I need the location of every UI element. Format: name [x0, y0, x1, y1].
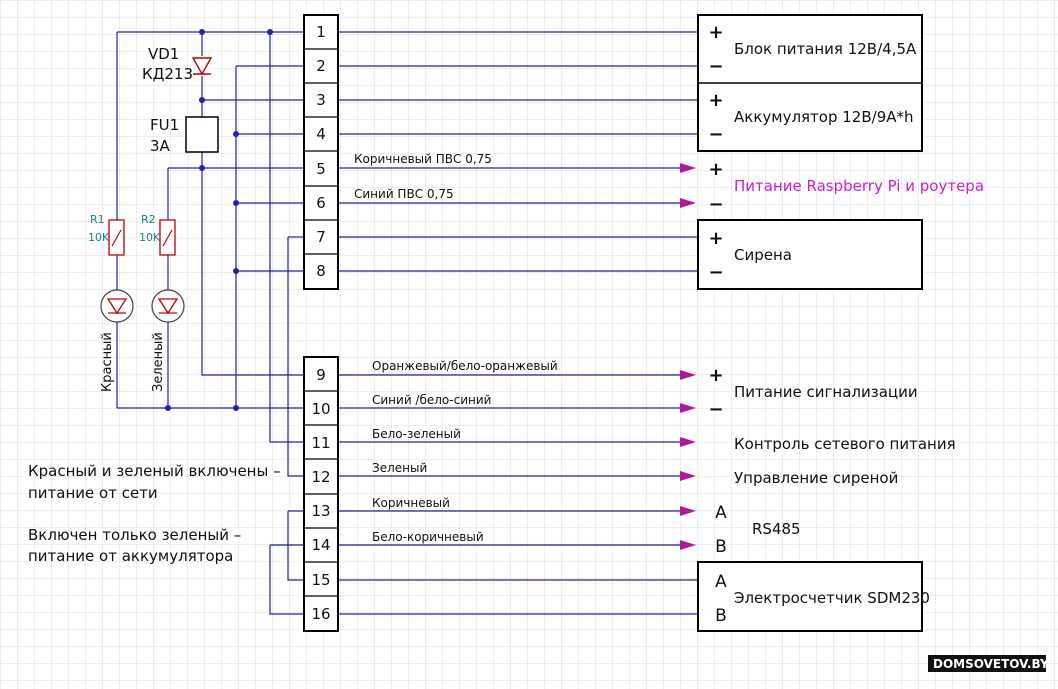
watermark-bg [928, 655, 1046, 672]
battery-label: Аккумулятор 12В/9А*h [734, 108, 914, 126]
plus-psu: + [708, 22, 723, 43]
meter-b: B [715, 606, 727, 626]
terminal-10: 10 [311, 400, 330, 418]
minus-rpi: − [708, 194, 723, 215]
terminal-7: 7 [316, 228, 326, 246]
terminal-5: 5 [316, 160, 326, 178]
terminal-8: 8 [316, 262, 326, 280]
diode-vd1 [191, 57, 213, 76]
rpi-label: Питание Raspberry Pi и роутера [734, 177, 984, 195]
led-green [151, 289, 185, 323]
r2-ref: R2 [141, 213, 156, 226]
fu1-ref: FU1 [150, 116, 179, 134]
note-line-3: Включен только зеленый – [28, 526, 241, 544]
minus-psu: − [708, 56, 723, 77]
siren-label: Сирена [734, 246, 792, 264]
wire-label-9: Оранжевый/бело-оранжевый [372, 359, 558, 373]
wire-label-5: Коричневый ПВС 0,75 [354, 152, 492, 166]
terminal-14: 14 [311, 536, 330, 554]
r2-value: 10K [139, 231, 161, 244]
arrow-wires [338, 163, 696, 550]
led-green-label: Зеленый [151, 332, 166, 392]
terminal-12: 12 [311, 468, 330, 486]
terminal-15: 15 [311, 571, 330, 589]
terminal-2: 2 [316, 57, 326, 75]
meter-label: Электросчетчик SDM230 [734, 589, 930, 607]
rs485-label: RS485 [752, 520, 801, 538]
terminal-3: 3 [316, 91, 326, 109]
fuse-fu1 [185, 116, 219, 153]
siren-control-label: Управление сиреной [734, 469, 898, 487]
alarm-power-label: Питание сигнализации [734, 383, 918, 401]
junction-dots [165, 29, 273, 411]
wire-label-10: Синий /бело-синий [372, 393, 491, 407]
vd1-ref: VD1 [148, 45, 179, 63]
r1-ref: R1 [90, 213, 105, 226]
meter-box [697, 561, 923, 632]
watermark: DOMSOVETOV.BY [933, 657, 1049, 671]
note-line-1: Красный и зеленый включены – [28, 462, 281, 480]
plus-battery: + [708, 90, 723, 111]
minus-battery: − [708, 124, 723, 145]
minus-alarm: − [708, 399, 723, 420]
legend-notes: Красный и зеленый включены – питание от … [28, 462, 281, 565]
meter-a: A [715, 572, 727, 592]
terminal-11: 11 [311, 434, 330, 452]
terminal-1: 1 [316, 23, 326, 41]
wire-label-12: Зеленый [372, 461, 427, 475]
rs485-a: A [715, 503, 727, 523]
polarity-signs: + − + − + − + − + − A B A B [708, 22, 727, 626]
wire-label-14: Бело-коричневый [372, 530, 484, 544]
resistor-r1 [108, 219, 125, 256]
terminal-6: 6 [316, 194, 326, 212]
rs485-b: B [715, 537, 727, 557]
terminal-block-upper [303, 14, 339, 290]
terminal-block-lower [303, 356, 339, 632]
wire-label-6: Синий ПВС 0,75 [354, 187, 454, 201]
vd1-part: КД213 [142, 65, 193, 83]
resistor-r2 [159, 219, 176, 256]
terminal-13: 13 [311, 502, 330, 520]
wire-label-11: Бело-зеленый [372, 427, 461, 441]
fu1-rating: 3А [150, 137, 171, 155]
terminal-9: 9 [316, 366, 326, 384]
note-line-2: питание от сети [28, 484, 158, 502]
plus-rpi: + [708, 159, 723, 180]
terminal-4: 4 [316, 125, 326, 143]
led-red-label: Красный [100, 332, 115, 392]
note-line-4: питание от аккумулятора [28, 547, 233, 565]
output-wires [338, 31, 698, 615]
psu-label: Блок питания 12В/4,5А [734, 40, 917, 58]
mains-control-label: Контроль сетевого питания [734, 435, 956, 453]
led-red [100, 289, 134, 323]
terminal-16: 16 [311, 605, 330, 623]
siren-box [697, 219, 923, 290]
plus-alarm: + [708, 365, 723, 386]
r1-value: 10K [88, 231, 110, 244]
terminal-numbers: 1 2 3 4 5 6 7 8 9 10 11 12 13 14 15 16 [311, 23, 330, 623]
plus-siren: + [708, 228, 723, 249]
minus-siren: − [708, 262, 723, 283]
wire-label-13: Коричневый [372, 496, 450, 510]
